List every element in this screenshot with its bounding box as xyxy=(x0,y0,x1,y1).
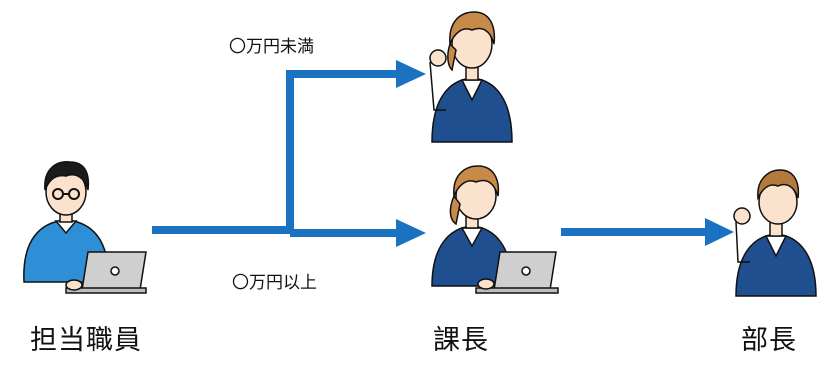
upper-chief-person-illustration xyxy=(429,11,513,143)
arrow-to-upper-chief-head xyxy=(396,60,426,88)
arrow-branch-to-section-chief-shaft xyxy=(290,229,398,237)
department-head-person-illustration xyxy=(733,169,817,297)
flow-arrows xyxy=(152,60,734,247)
role-staff-label: 担当職員 xyxy=(30,325,142,356)
arrow-staff-to-branch xyxy=(152,226,292,234)
condition-under-label: 〇万円未満 xyxy=(229,37,314,57)
arrow-chief-to-head-head xyxy=(705,218,734,246)
role-section-chief-label: 課長 xyxy=(433,325,489,356)
arrow-branch-to-section-chief-head xyxy=(396,219,426,247)
arrow-to-upper-chief-shaft xyxy=(286,70,398,78)
arrow-chief-to-head-shaft xyxy=(561,228,707,236)
role-department-head-label: 部長 xyxy=(741,325,797,356)
arrow-vertical-up xyxy=(286,70,294,232)
section-chief-person-illustration xyxy=(431,165,559,294)
staff-person-illustration xyxy=(23,160,147,294)
condition-over-label: 〇万円以上 xyxy=(232,273,317,293)
